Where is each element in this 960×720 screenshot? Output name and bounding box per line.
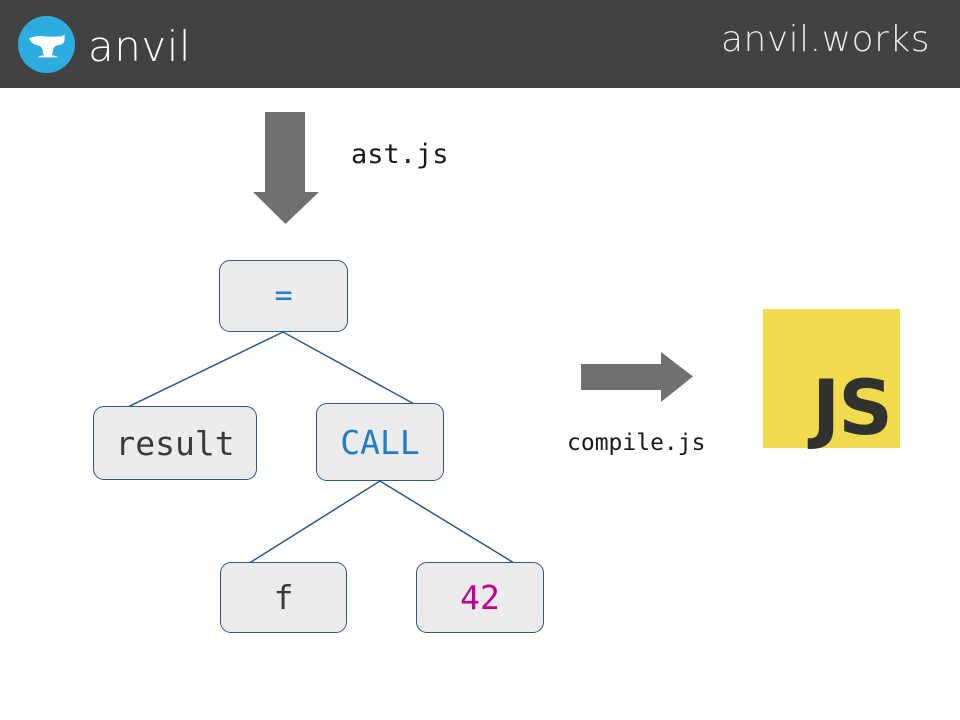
diagram-canvas: ast.js = result CALL f 42 compile.js JS xyxy=(0,88,960,720)
ast-node-label: f xyxy=(273,578,294,617)
tree-edges xyxy=(104,331,533,575)
ast-node-result[interactable]: result xyxy=(93,406,257,480)
ast-node-label: result xyxy=(115,423,235,463)
ast-js-label: ast.js xyxy=(351,139,449,170)
brand-name: anvil xyxy=(88,21,192,71)
javascript-logo-label: JS xyxy=(811,363,893,452)
ast-node-assignment[interactable]: = xyxy=(219,260,348,332)
ast-node-call[interactable]: CALL xyxy=(316,403,444,481)
ast-node-label: CALL xyxy=(340,422,420,462)
compile-js-label: compile.js xyxy=(567,430,706,456)
arrow-down-icon xyxy=(253,112,319,224)
page-header: anvil anvil.works xyxy=(0,0,960,88)
ast-node-argument[interactable]: 42 xyxy=(416,562,544,633)
javascript-logo-icon: JS xyxy=(763,309,900,448)
anvil-icon xyxy=(18,16,75,73)
brand-logo: anvil xyxy=(18,16,191,73)
site-name: anvil.works xyxy=(720,19,930,60)
ast-node-label: = xyxy=(274,278,293,313)
arrow-right-icon xyxy=(581,352,693,402)
ast-node-label: 42 xyxy=(460,578,500,617)
ast-node-callee[interactable]: f xyxy=(220,562,347,633)
